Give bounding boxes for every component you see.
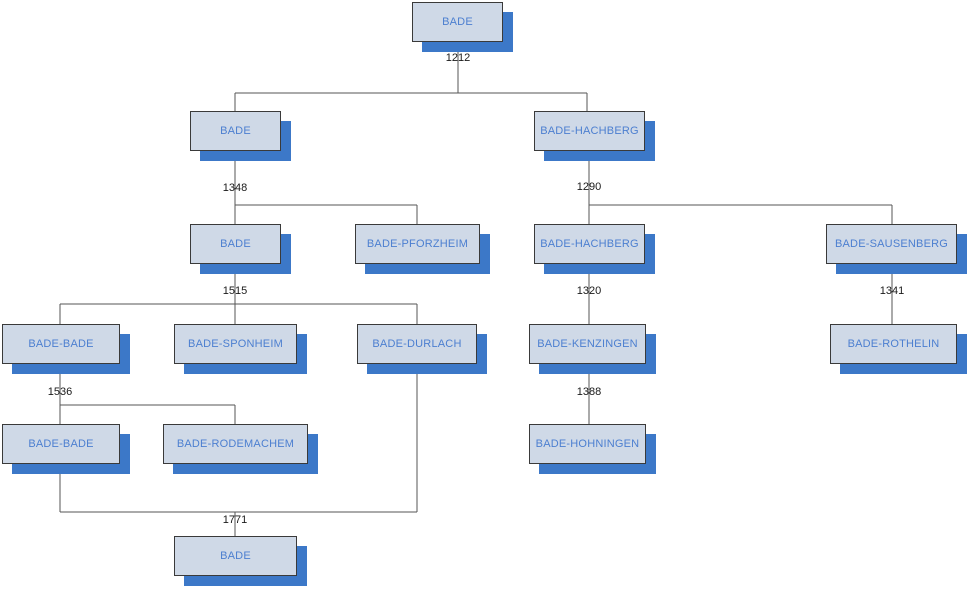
node-box[interactable]: BADE-SAUSENBERG (826, 224, 957, 264)
node-label: BADE-DURLACH (372, 338, 462, 350)
node-bade-hohningen[interactable]: BADE-HOHNINGEN (529, 424, 656, 474)
node-box[interactable]: BADE (190, 111, 281, 151)
node-label: BADE-ROTHELIN (847, 338, 940, 350)
node-box[interactable]: BADE-BADE (2, 324, 120, 364)
node-label: BADE (220, 238, 251, 250)
edge-year-label: 1515 (222, 285, 248, 297)
node-label: BADE-HOHNINGEN (535, 438, 640, 450)
node-box[interactable]: BADE-BADE (2, 424, 120, 464)
node-bade-sponheim[interactable]: BADE-SPONHEIM (174, 324, 307, 374)
node-box[interactable]: BADE-HOHNINGEN (529, 424, 646, 464)
node-box[interactable]: BADE (412, 2, 503, 42)
node-bade[interactable]: BADE (190, 224, 291, 274)
node-label: BADE-RODEMACHEM (176, 438, 295, 450)
node-bade-kenzingen[interactable]: BADE-KENZINGEN (529, 324, 656, 374)
edge-year-label: 1341 (879, 285, 905, 297)
node-box[interactable]: BADE-KENZINGEN (529, 324, 646, 364)
node-label: BADE (220, 550, 251, 562)
node-bade-durlach[interactable]: BADE-DURLACH (357, 324, 487, 374)
node-bade-sausenberg[interactable]: BADE-SAUSENBERG (826, 224, 967, 274)
node-box[interactable]: BADE (190, 224, 281, 264)
node-label: BADE-BADE (28, 338, 94, 350)
node-bade-pforzheim[interactable]: BADE-PFORZHEIM (355, 224, 490, 274)
node-box[interactable]: BADE (174, 536, 297, 576)
node-bade[interactable]: BADE (190, 111, 291, 161)
node-label: BADE-BADE (28, 438, 94, 450)
node-box[interactable]: BADE-RODEMACHEM (163, 424, 308, 464)
edge-year-label: 1771 (222, 514, 248, 526)
node-bade-hachberg[interactable]: BADE-HACHBERG (534, 111, 655, 161)
node-bade[interactable]: BADE (174, 536, 307, 586)
node-bade-bade[interactable]: BADE-BADE (2, 424, 130, 474)
node-box[interactable]: BADE-ROTHELIN (830, 324, 957, 364)
node-box[interactable]: BADE-SPONHEIM (174, 324, 297, 364)
node-bade-rodemachem[interactable]: BADE-RODEMACHEM (163, 424, 318, 474)
node-box[interactable]: BADE-PFORZHEIM (355, 224, 480, 264)
edge-year-label: 1348 (222, 182, 248, 194)
edge-year-label: 1388 (576, 386, 602, 398)
edge-year-label: 1320 (576, 285, 602, 297)
node-box[interactable]: BADE-HACHBERG (534, 111, 645, 151)
node-label: BADE-KENZINGEN (537, 338, 638, 350)
node-label: BADE (442, 16, 473, 28)
node-box[interactable]: BADE-HACHBERG (534, 224, 645, 264)
node-label: BADE (220, 125, 251, 137)
node-label: BADE-SPONHEIM (188, 338, 283, 350)
edge-year-label: 1212 (445, 52, 471, 64)
node-bade-bade[interactable]: BADE-BADE (2, 324, 130, 374)
node-label: BADE-PFORZHEIM (366, 238, 469, 250)
node-label: BADE-SAUSENBERG (834, 238, 949, 250)
node-label: BADE-HACHBERG (540, 125, 639, 137)
node-bade-hachberg[interactable]: BADE-HACHBERG (534, 224, 655, 274)
edge-year-label: 1536 (47, 386, 73, 398)
node-bade[interactable]: BADE (412, 2, 513, 52)
node-box[interactable]: BADE-DURLACH (357, 324, 477, 364)
node-bade-rothelin[interactable]: BADE-ROTHELIN (830, 324, 967, 374)
edge-year-label: 1290 (576, 181, 602, 193)
node-label: BADE-HACHBERG (540, 238, 639, 250)
